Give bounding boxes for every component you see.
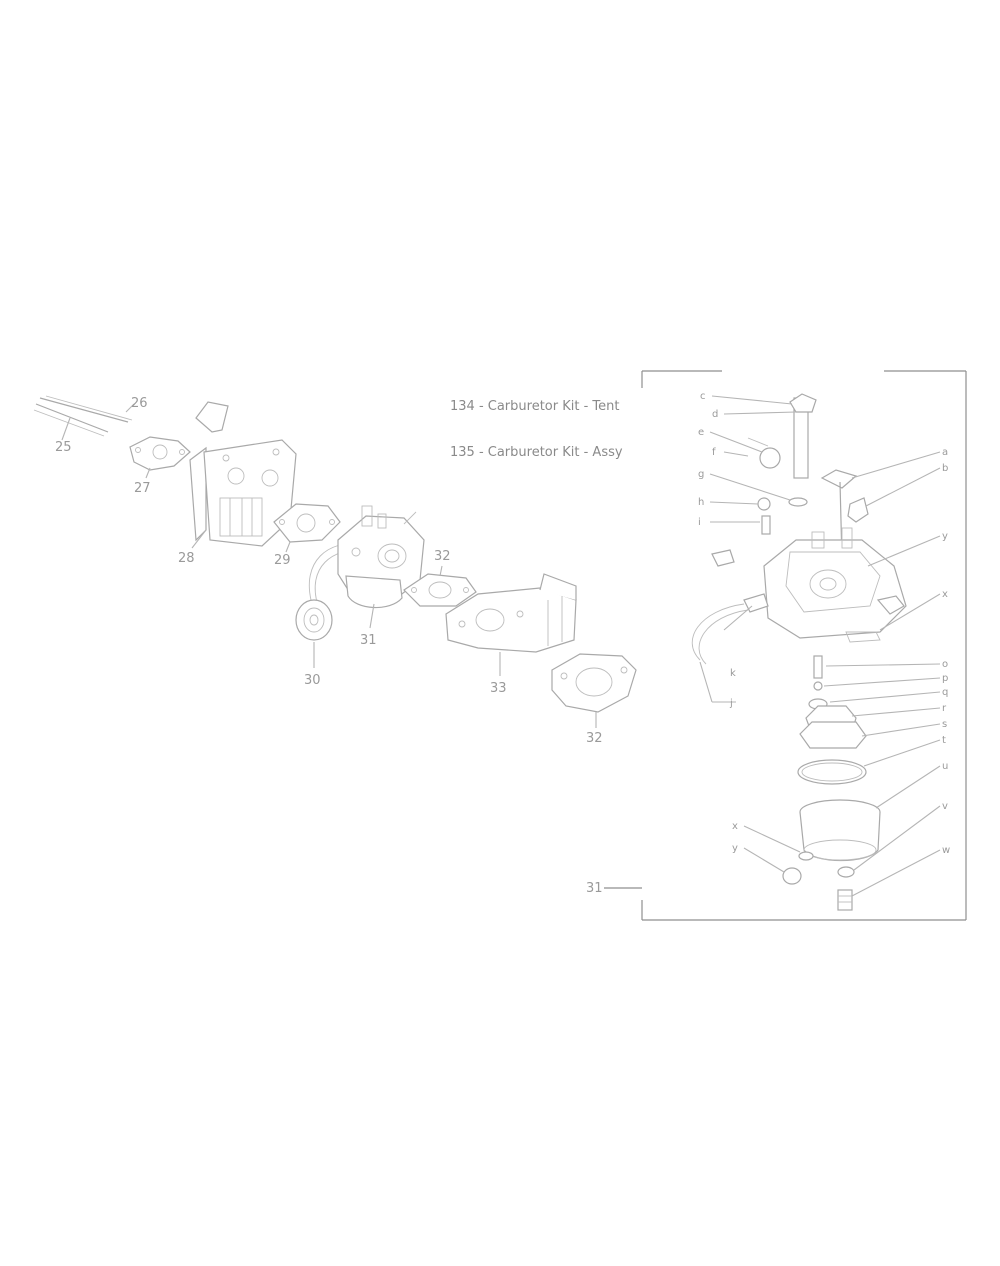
callout-e: e xyxy=(698,427,704,438)
callout-d: d xyxy=(712,409,718,420)
callout-32-lower: 32 xyxy=(586,731,603,746)
callout-x-right: x xyxy=(942,589,948,600)
callout-j: j xyxy=(729,698,733,709)
gasket-29 xyxy=(273,503,341,543)
gasket-32-lower xyxy=(551,653,637,713)
callout-r: r xyxy=(942,703,947,714)
gasket-27 xyxy=(129,436,191,471)
callout-i: i xyxy=(698,517,701,528)
callout-b: b xyxy=(942,463,948,474)
assembly-ref-31: 31 xyxy=(586,881,603,896)
callout-u: u xyxy=(942,761,948,772)
callout-f: f xyxy=(712,447,716,458)
kit-caption-135: 135 - Carburetor Kit - Assy xyxy=(450,445,623,460)
callout-q: q xyxy=(942,687,948,698)
callout-y-left: y xyxy=(732,843,738,854)
kit-caption-134: 134 - Carburetor Kit - Tent xyxy=(450,399,620,414)
callout-30: 30 xyxy=(304,673,321,688)
callout-k: k xyxy=(730,668,736,679)
callout-a: a xyxy=(942,447,948,458)
callout-g: g xyxy=(698,469,704,480)
callout-29: 29 xyxy=(274,553,291,568)
callout-w: w xyxy=(942,845,950,856)
gasket-32-upper xyxy=(403,573,477,607)
callout-p: p xyxy=(942,673,948,684)
callout-33: 33 xyxy=(490,681,507,696)
carburetor-31 xyxy=(337,505,425,609)
callout-31: 31 xyxy=(360,633,377,648)
callout-25: 25 xyxy=(55,440,72,455)
callout-s: s xyxy=(942,719,947,730)
choke-shaft-assembly xyxy=(711,393,869,567)
callout-26: 26 xyxy=(131,396,148,411)
primer-bulb-30 xyxy=(295,543,363,641)
callout-y-right: y xyxy=(942,531,948,542)
callout-27: 27 xyxy=(134,481,151,496)
stud-bolts xyxy=(33,395,133,437)
callout-28: 28 xyxy=(178,551,195,566)
plate-33 xyxy=(445,573,577,653)
detail-frame xyxy=(641,370,967,921)
callout-h: h xyxy=(698,497,704,508)
float-bowl-stack xyxy=(782,655,881,911)
callout-t: t xyxy=(942,735,946,746)
bracket-28 xyxy=(189,401,297,547)
callout-c: c xyxy=(700,391,706,402)
callout-o: o xyxy=(942,659,948,670)
callout-x-left: x xyxy=(732,821,738,832)
callout-32-upper: 32 xyxy=(434,549,451,564)
callout-v: v xyxy=(942,801,948,812)
carburetor-body-detail xyxy=(691,527,907,665)
